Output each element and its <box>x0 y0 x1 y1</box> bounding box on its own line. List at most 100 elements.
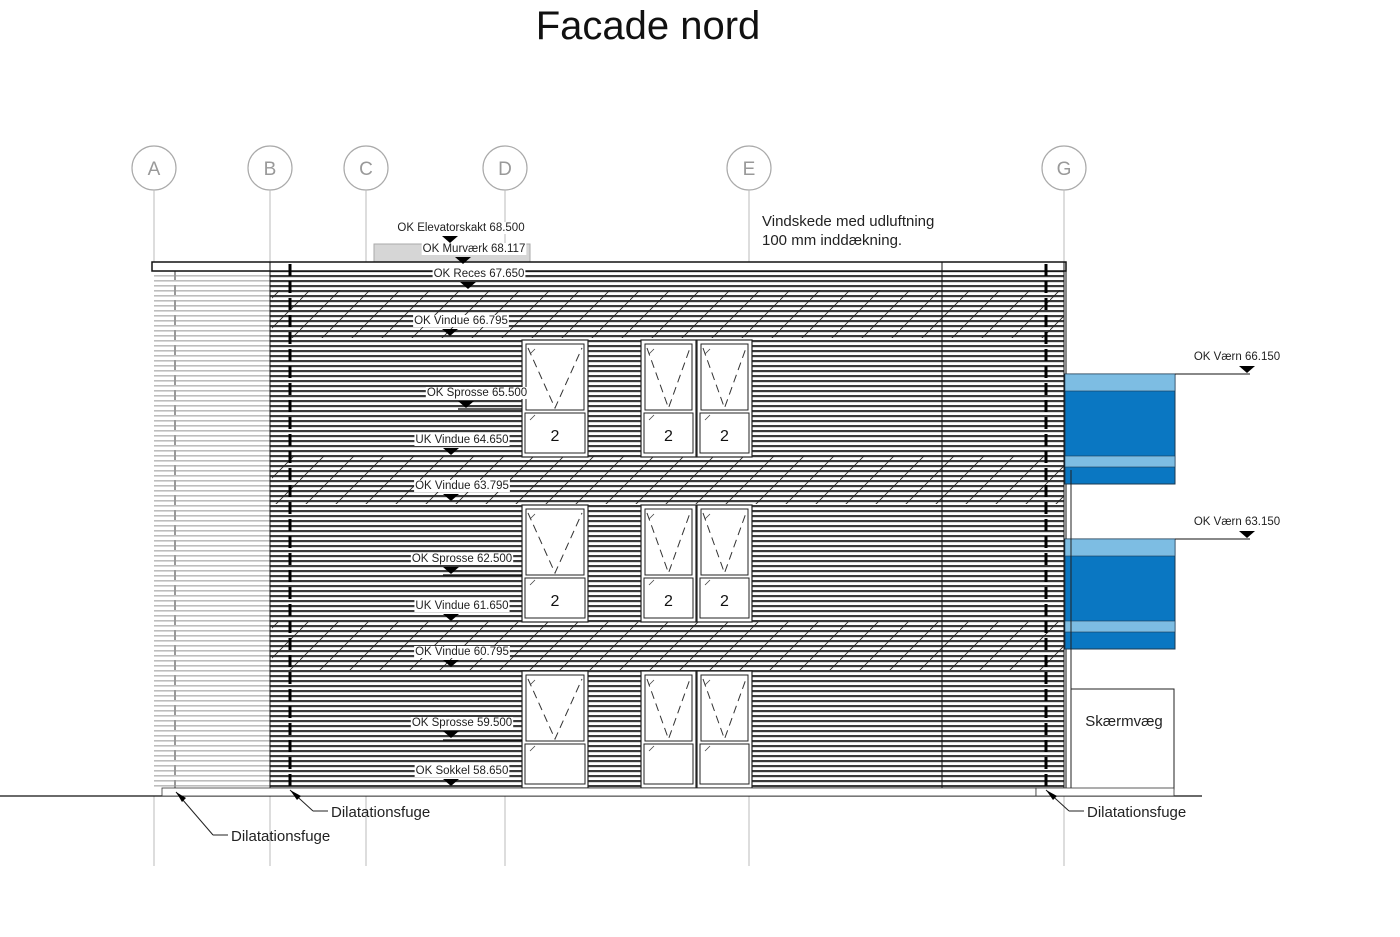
glass-mark <box>704 348 711 355</box>
window-lower-pane <box>699 743 750 785</box>
level-ok-sprosse-3: OK Sprosse 59.500 <box>410 717 514 738</box>
glass-mark <box>704 679 711 686</box>
level-triangle-icon <box>460 282 476 289</box>
dilatation-annotation-3: Dilatationsfuge <box>1045 789 1186 821</box>
glass-mark <box>704 513 711 520</box>
hatched-band-2 <box>272 456 1064 504</box>
level-triangle-icon <box>443 448 459 455</box>
window: 2 <box>521 504 589 623</box>
window-lower-pane <box>524 412 586 454</box>
level-ok-sokkel: OK Sokkel 58.650 <box>414 765 510 786</box>
level-label: UK Vindue 61.650 <box>415 600 508 612</box>
window-lower-pane <box>699 577 750 619</box>
level-ok-elevatorskakt: OK Elevatorskakt 68.500 <box>396 222 526 243</box>
railing-top-rail <box>1064 538 1176 557</box>
balcony-railing: OK Værn 63.150 <box>1064 516 1282 650</box>
level-label: UK Vindue 64.650 <box>415 434 508 446</box>
level-label: OK Vindue 60.795 <box>415 646 509 658</box>
window-type-tag: 2 <box>720 593 729 610</box>
railing-top-rail <box>1064 373 1176 392</box>
level-ok-reces: OK Reces 67.650 <box>432 268 526 289</box>
railing-bottom-rail <box>1064 455 1176 468</box>
window-lower-pane <box>524 743 586 785</box>
level-triangle-icon <box>443 660 459 667</box>
level-triangle-icon <box>1239 531 1255 538</box>
opening-indicator <box>527 512 583 575</box>
windows: 2 2 2 2 2 2 <box>521 339 753 789</box>
level-triangle-icon <box>443 779 459 786</box>
glass-mark <box>529 679 536 686</box>
level-ok-vindue-3: OK Vindue 60.795 <box>414 646 510 667</box>
dilatation-label-2: Dilatationsfuge <box>331 804 430 821</box>
grid-axis-label: E <box>743 159 756 180</box>
window-upper-sash <box>525 508 585 576</box>
level-ok-sprosse-1: OK Sprosse 65.500 <box>425 387 529 408</box>
window: 2 <box>640 504 697 623</box>
level-label: OK Elevatorskakt 68.500 <box>397 222 524 234</box>
window-upper-sash <box>525 674 585 742</box>
level-uk-vindue-2: UK Vindue 61.650 <box>414 600 510 621</box>
window-type-tag: 2 <box>720 428 729 445</box>
level-label: OK Vindue 66.795 <box>414 315 508 327</box>
window-upper-sash <box>644 343 693 411</box>
window-upper-sash <box>644 674 693 742</box>
label-background <box>414 765 510 777</box>
window-lower-pane <box>643 743 694 785</box>
level-triangle-icon <box>443 731 459 738</box>
level-triangle-icon <box>1239 366 1255 373</box>
grid-axis-e: E <box>726 145 772 866</box>
window-type-tag: 2 <box>551 428 560 445</box>
glass-mark <box>704 579 711 586</box>
grid-axis-b: B <box>247 145 293 866</box>
level-label: OK Murværk 68.117 <box>423 243 526 255</box>
opening-indicator <box>527 678 583 741</box>
grid-axis-a: A <box>131 145 177 866</box>
level-triangle-icon <box>443 494 459 501</box>
window: 2 <box>521 339 589 458</box>
drawing-title: Facade nord <box>535 4 761 48</box>
grid-axis-g: G <box>1041 145 1087 866</box>
level-label: OK Sprosse 59.500 <box>412 717 512 729</box>
level-label: OK Sokkel 58.650 <box>416 765 509 777</box>
label-background <box>410 553 514 565</box>
window-type-tag: 2 <box>551 593 560 610</box>
opening-indicator <box>646 512 691 575</box>
window-type-tag: 2 <box>664 428 673 445</box>
level-ok-vindue-1: OK Vindue 66.795 <box>413 315 509 336</box>
label-background <box>1192 516 1282 528</box>
railing-level-label: OK Værn 66.150 <box>1194 351 1280 363</box>
grid-axis-d: D <box>482 145 528 866</box>
window-lower-pane <box>699 412 750 454</box>
window: 2 <box>696 339 753 458</box>
glass-mark <box>529 513 536 520</box>
dilatation-annotation-2: Dilatationsfuge <box>289 789 430 821</box>
level-ok-murvaerk: OK Murværk 68.117 <box>421 243 527 264</box>
glass-mark <box>704 414 711 421</box>
label-background <box>421 243 527 255</box>
glass-mark <box>529 579 536 586</box>
hatched-band-3 <box>272 622 1064 670</box>
level-markers: OK Elevatorskakt 68.500 OK Murværk 68.117… <box>396 222 529 786</box>
level-triangle-icon <box>443 567 459 574</box>
level-triangle-icon <box>443 614 459 621</box>
glass-mark <box>529 348 536 355</box>
label-background <box>396 222 526 234</box>
level-label: OK Sprosse 62.500 <box>412 553 512 565</box>
window <box>521 670 589 789</box>
window-type-tag: 2 <box>664 593 673 610</box>
grid-axis-label: B <box>264 159 277 180</box>
railing-bottom-rail <box>1064 620 1176 633</box>
window-upper-sash <box>525 343 585 411</box>
dilatation-label-3: Dilatationsfuge <box>1087 804 1186 821</box>
grid-axis-label: G <box>1057 159 1072 180</box>
level-triangle-icon <box>458 401 474 408</box>
glass-mark <box>648 579 655 586</box>
glass-mark <box>648 414 655 421</box>
grid-axis-label: A <box>148 159 161 180</box>
glass-mark <box>529 745 536 752</box>
grid-axis-label: D <box>498 159 512 180</box>
note-line-1: Vindskede med udluftning <box>762 213 934 230</box>
label-background <box>414 646 510 658</box>
